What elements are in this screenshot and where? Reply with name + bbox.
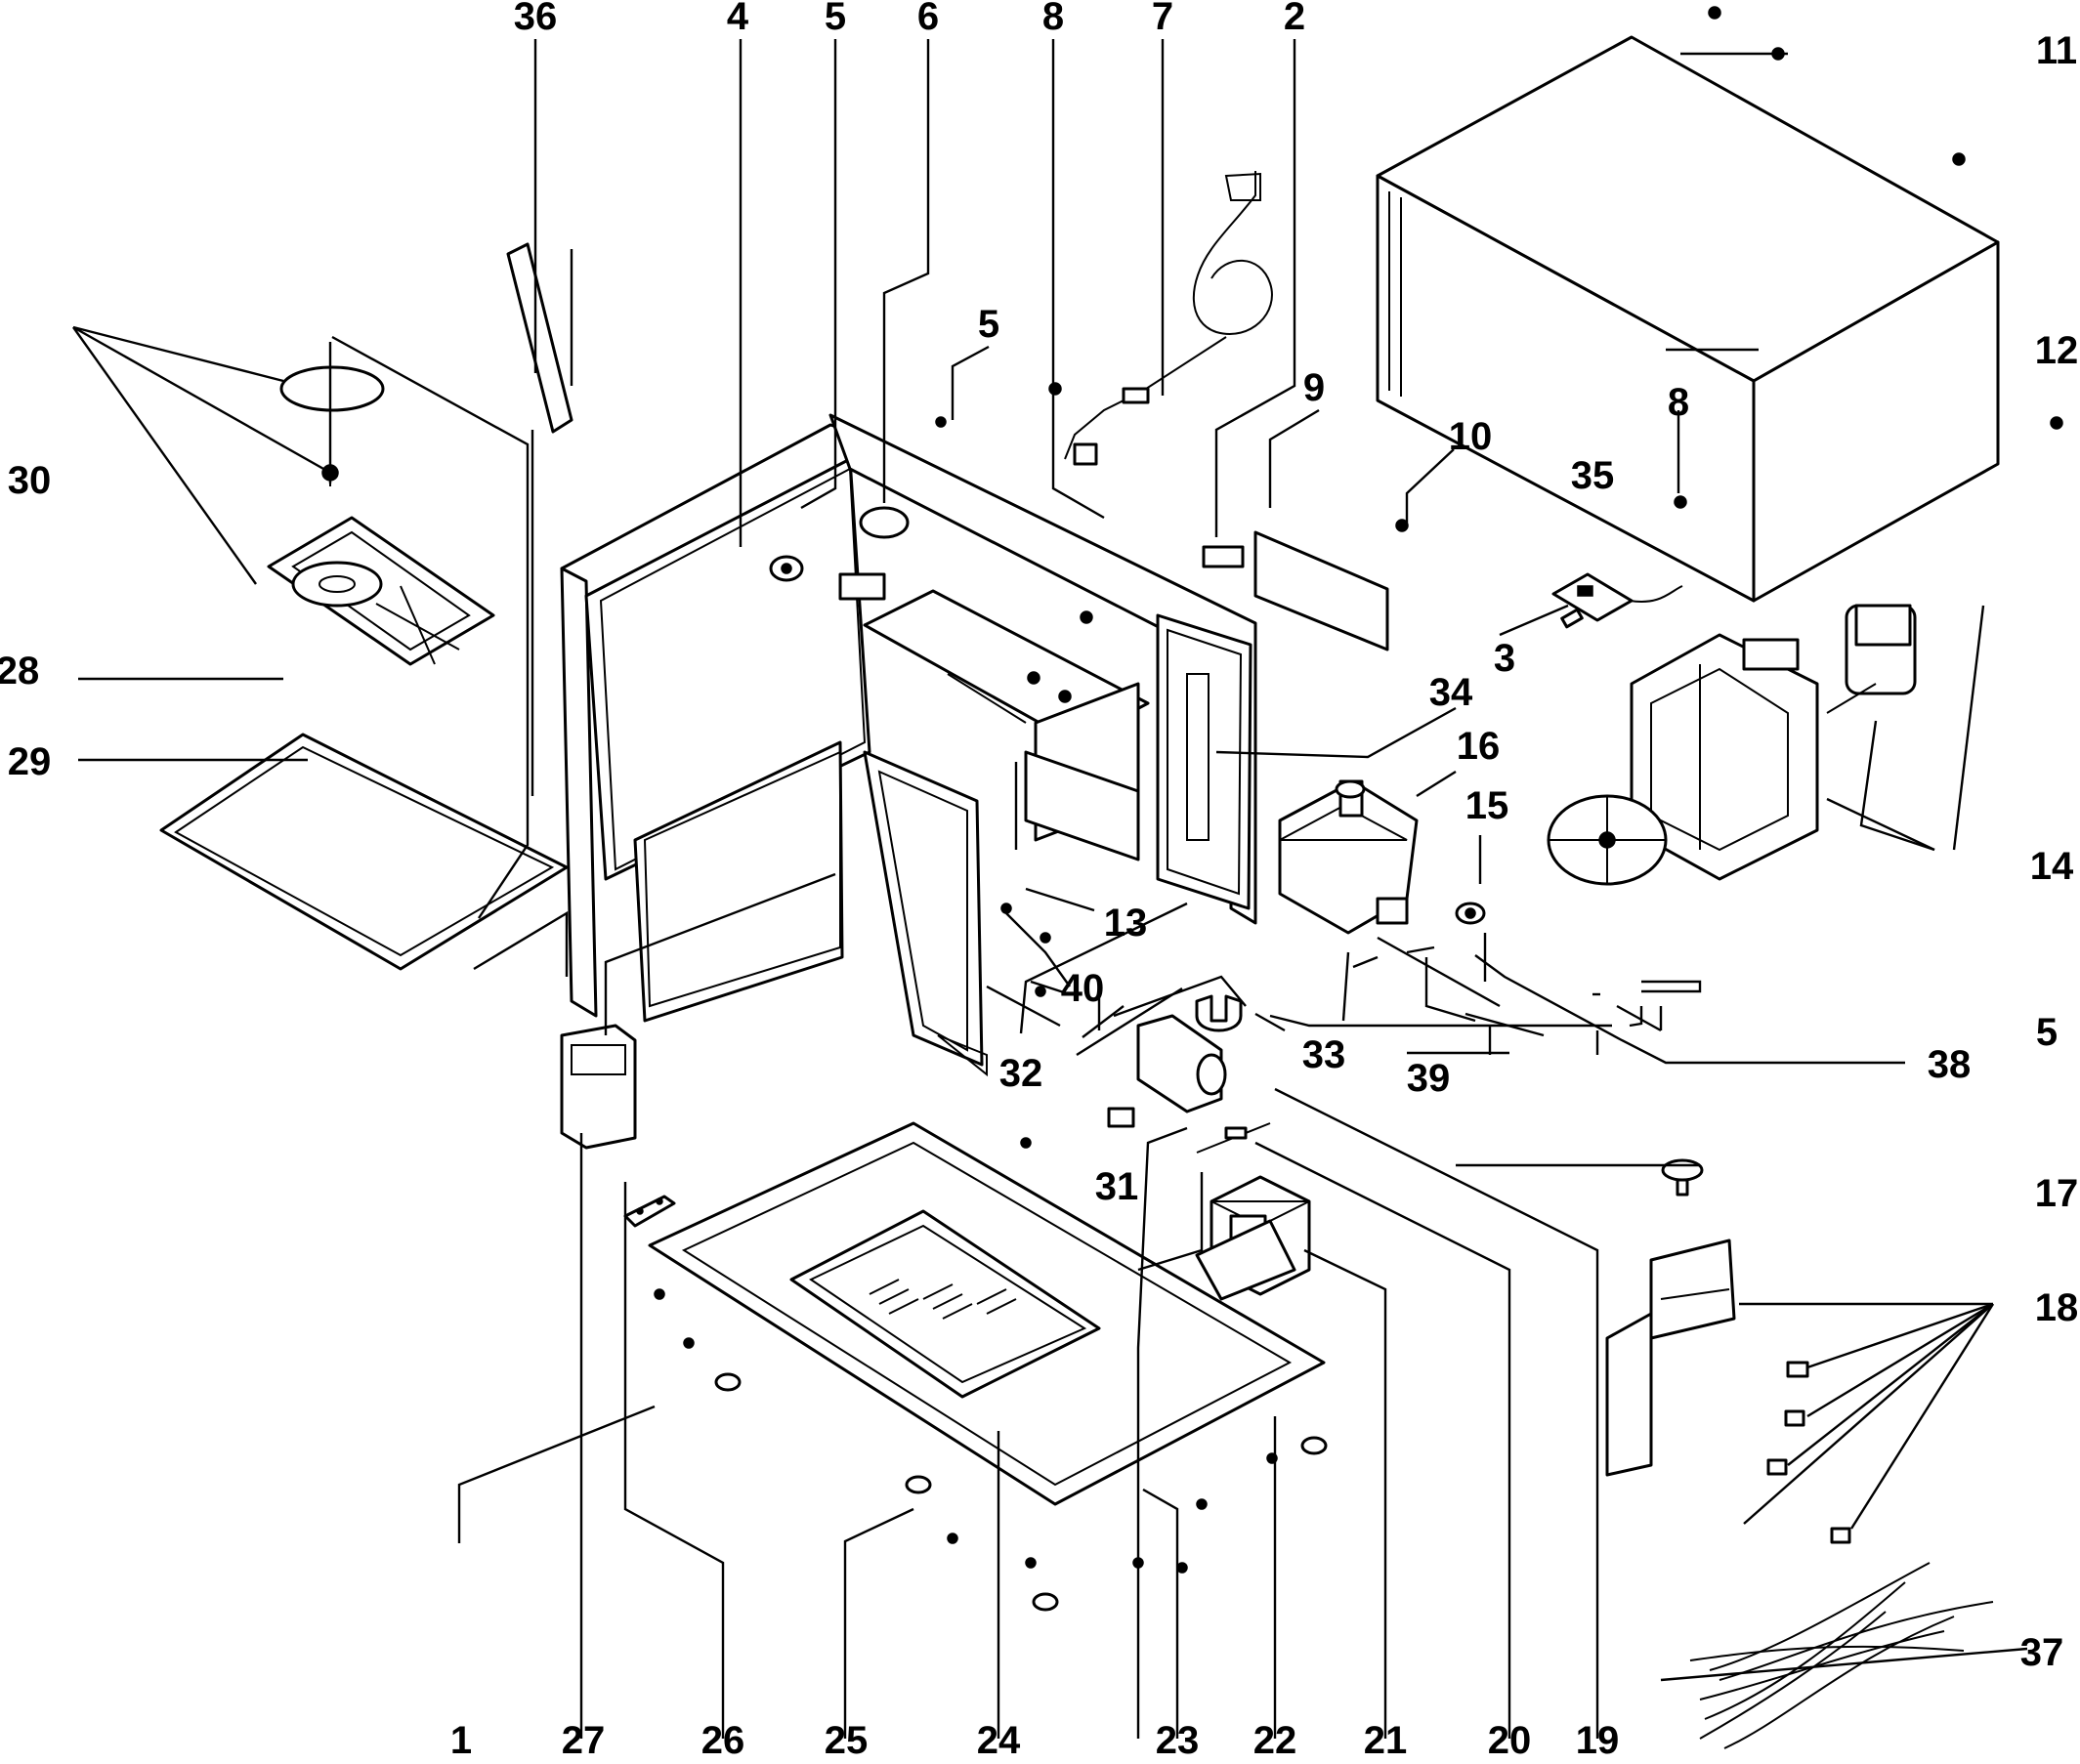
hv-diode [1196, 1122, 1271, 1154]
control-pcb [1551, 572, 1683, 622]
callout-15: 15 [1465, 784, 1509, 827]
base-plate [648, 1121, 1326, 1506]
callout-24: 24 [977, 1719, 1021, 1762]
duct-plate [1202, 519, 1409, 651]
callout-27: 27 [562, 1719, 606, 1762]
switch-bracket [1605, 1239, 1851, 1544]
small-block-part [1107, 1107, 1135, 1128]
callout-10: 10 [1449, 415, 1493, 458]
rubber-feet [714, 1372, 1328, 1612]
callout-4: 4 [727, 0, 749, 38]
callout-5-top: 5 [825, 0, 846, 38]
glass-tray [159, 733, 569, 971]
bracket-part [1195, 994, 1243, 1032]
callout-23: 23 [1156, 1719, 1200, 1762]
callout-7: 7 [1152, 0, 1173, 38]
latch-block [560, 1024, 637, 1150]
hinge-bracket [623, 1195, 676, 1228]
callout-33: 33 [1302, 1033, 1346, 1076]
waveguide-box [863, 589, 1150, 861]
callout-6: 6 [917, 0, 939, 38]
callout-19: 19 [1576, 1719, 1620, 1762]
wire-harness [1689, 1562, 1994, 1749]
callout-13: 13 [1104, 902, 1148, 945]
fan-blade [1547, 794, 1668, 886]
callout-21: 21 [1364, 1719, 1408, 1762]
callout-35: 35 [1571, 454, 1615, 497]
callout-5-mid: 5 [978, 303, 999, 346]
callout-3: 3 [1494, 637, 1515, 680]
callout-9: 9 [1303, 366, 1325, 409]
thermostat [1455, 902, 1486, 925]
magnetron [1278, 779, 1419, 935]
cutout-and-motor [769, 506, 910, 601]
callout-17: 17 [2035, 1172, 2079, 1215]
callout-36: 36 [514, 0, 558, 38]
lamp-bulb [1661, 1158, 1704, 1197]
callout-40: 40 [1061, 967, 1105, 1010]
oven-cavity [560, 423, 988, 1077]
leader-lines [72, 39, 2028, 1739]
callout-37: 37 [2020, 1631, 2064, 1674]
callout-5-right: 5 [2036, 1011, 2058, 1054]
fan-bracket [1630, 633, 1819, 881]
callout-39: 39 [1407, 1057, 1451, 1100]
power-cord [1064, 171, 1273, 466]
callout-11: 11 [2036, 29, 2077, 72]
callout-34: 34 [1429, 671, 1473, 714]
callout-30: 30 [8, 459, 52, 502]
callout-16: 16 [1457, 725, 1501, 768]
callout-12: 12 [2035, 329, 2079, 372]
callout-31: 31 [1095, 1165, 1139, 1208]
callout-2: 2 [1284, 0, 1305, 38]
callout-8-top: 8 [1042, 0, 1064, 38]
cavity-back-panel [828, 413, 1257, 925]
callout-14: 14 [2030, 845, 2074, 888]
callout-25: 25 [825, 1719, 869, 1762]
callout-26: 26 [701, 1719, 745, 1762]
hv-transformer [1195, 1175, 1311, 1301]
fan-motor [1826, 604, 1917, 714]
callout-20: 20 [1488, 1719, 1532, 1762]
callout-38: 38 [1928, 1043, 1972, 1086]
callout-1: 1 [450, 1719, 472, 1762]
callout-8-right: 8 [1668, 381, 1689, 424]
strip-part [506, 242, 573, 434]
callout-28: 28 [0, 650, 39, 693]
callout-29: 29 [8, 740, 52, 783]
fuse-part [1560, 608, 1584, 629]
callout-32: 32 [999, 1052, 1043, 1095]
turntable-coupler [279, 365, 385, 486]
callout-18: 18 [2035, 1286, 2079, 1329]
roller-ring [267, 516, 495, 666]
callout-22: 22 [1253, 1719, 1297, 1762]
outer-cabinet [1376, 35, 2000, 603]
hv-capacitor [1136, 1014, 1227, 1113]
